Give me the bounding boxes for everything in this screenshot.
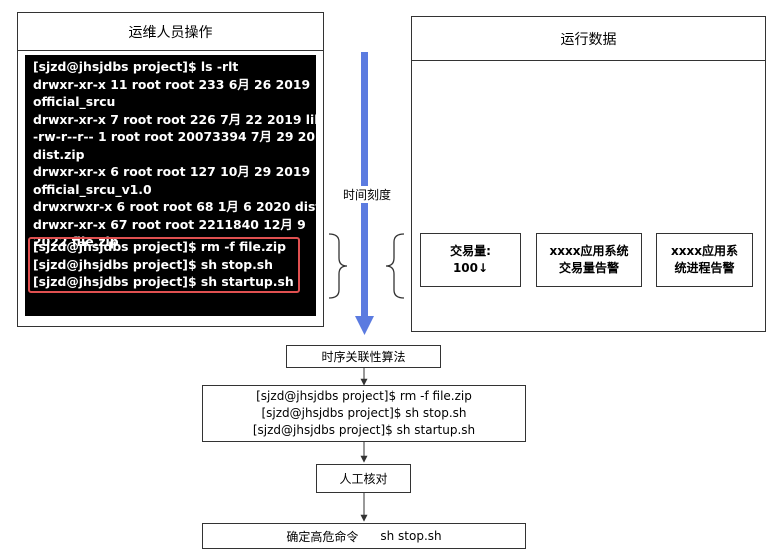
card-line: xxxx应用系统 xyxy=(549,244,629,258)
brace-left xyxy=(385,233,405,299)
terminal-line: dist.zip xyxy=(33,146,85,162)
terminal-line: -rw-r--r-- 1 root root 20073394 7月 29 20… xyxy=(33,129,316,144)
terminal-history: [sjzd@jhsjdbs project]$ ls -rlt drwxr-xr-… xyxy=(33,58,316,251)
card-line: 交易量告警 xyxy=(558,261,619,275)
result-line: [sjzd@jhsjdbs project]$ sh stop.sh xyxy=(261,406,467,420)
high-risk-label: 确定高危命令 xyxy=(286,529,359,544)
terminal-line: [sjzd@jhsjdbs project]$ ls -rlt xyxy=(33,59,239,74)
operator-panel-title: 运维人员操作 xyxy=(18,13,323,51)
terminal-line: drwxrwxr-x 6 root root 68 1月 6 2020 dist xyxy=(33,199,316,214)
runtime-data-title: 运行数据 xyxy=(412,17,765,61)
highlighted-line: [sjzd@jhsjdbs project]$ sh startup.sh xyxy=(33,274,294,289)
high-risk-command-box: 确定高危命令 sh stop.sh xyxy=(202,523,526,549)
high-risk-command: sh stop.sh xyxy=(380,529,442,543)
terminal-line: official_srcu_v1.0 xyxy=(33,181,152,197)
card-line: xxxx应用系 xyxy=(671,244,738,258)
terminal-line: drwxr-xr-x 67 root root 2211840 12月 9 xyxy=(33,216,306,232)
result-line: [sjzd@jhsjdbs project]$ sh startup.sh xyxy=(252,423,476,437)
card-line: 100↓ xyxy=(452,261,489,275)
highlighted-line: [sjzd@jhsjdbs project]$ rm -f file.zip xyxy=(33,239,286,254)
process-alert-card: xxxx应用系 统进程告警 xyxy=(656,233,753,287)
result-line: [sjzd@jhsjdbs project]$ rm -f file.zip xyxy=(256,389,472,403)
highlighted-commands xyxy=(28,237,300,293)
terminal-line: drwxr-xr-x 11 root root 233 6月 26 2019 xyxy=(33,76,311,92)
transaction-volume-card: 交易量: 100↓ xyxy=(420,233,521,287)
highlighted-line: [sjzd@jhsjdbs project]$ sh stop.sh xyxy=(33,256,273,272)
manual-check-box: 人工核对 xyxy=(316,464,411,493)
correlation-algorithm-box: 时序关联性算法 xyxy=(286,345,441,368)
timeline-label: 时间刻度 xyxy=(336,186,398,203)
card-line: 统进程告警 xyxy=(674,261,735,275)
card-line: 交易量: xyxy=(450,244,491,258)
terminal-window: [sjzd@jhsjdbs project]$ ls -rlt drwxr-xr-… xyxy=(25,55,316,316)
terminal-line: drwxr-xr-x 6 root root 127 10月 29 2019 xyxy=(33,164,311,179)
terminal-line: drwxr-xr-x 7 root root 226 7月 22 2019 li… xyxy=(33,111,316,127)
highlighted-command-lines: [sjzd@jhsjdbs project]$ rm -f file.zip [s… xyxy=(33,238,295,291)
brace-right xyxy=(328,233,348,299)
terminal-line: official_srcu xyxy=(33,94,116,109)
correlated-commands-box: [sjzd@jhsjdbs project]$ rm -f file.zip [s… xyxy=(202,385,526,442)
transaction-alert-card: xxxx应用系统 交易量告警 xyxy=(536,233,642,287)
